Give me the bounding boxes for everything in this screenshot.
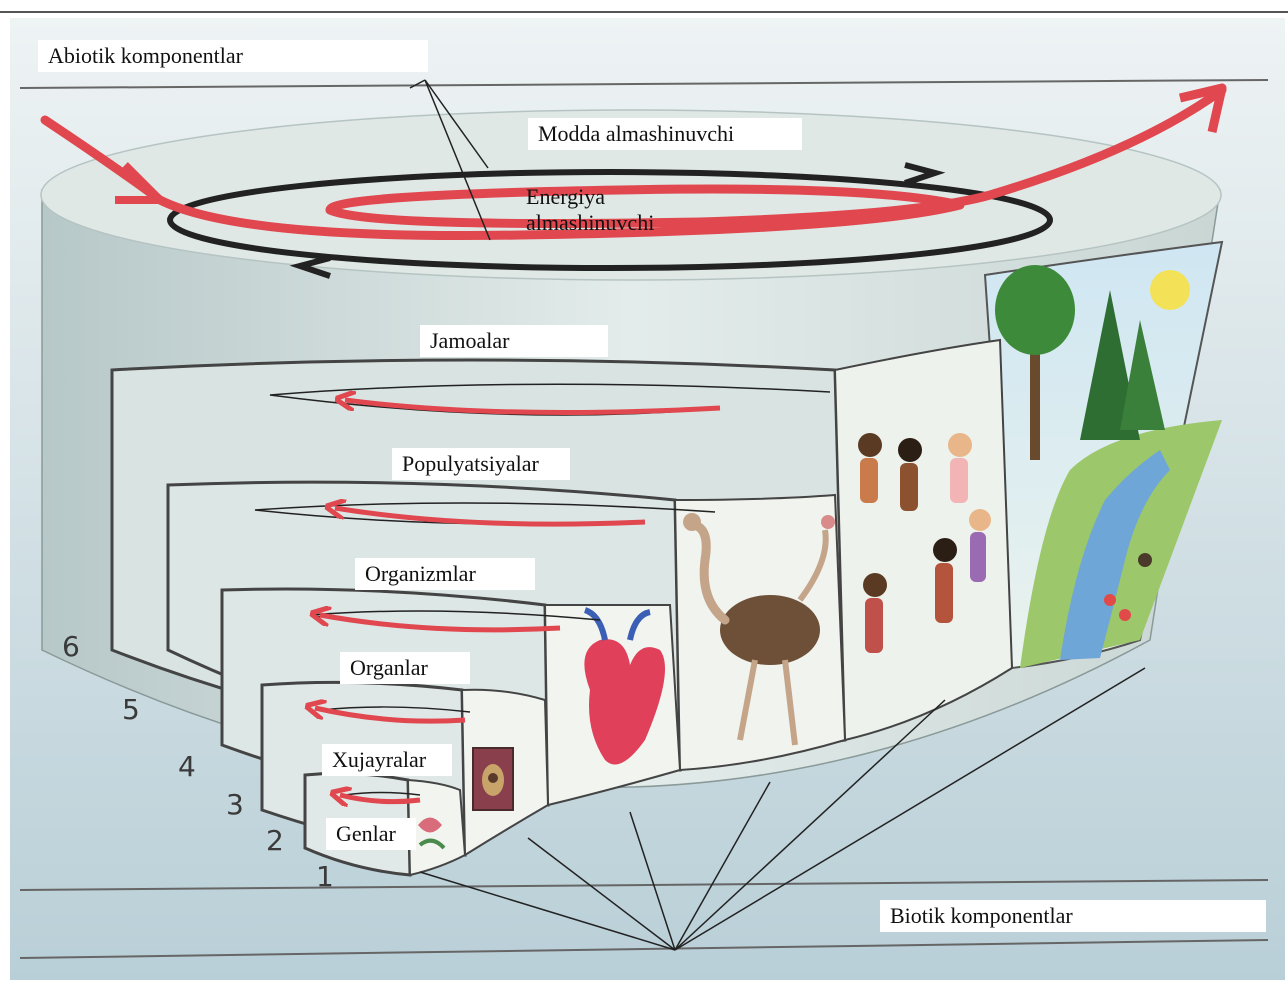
level-number-5: 5: [122, 695, 140, 725]
level-number-4: 4: [178, 752, 196, 782]
cells-label: Xujayralar: [322, 744, 452, 776]
matter-cycle-label: Modda almashinuvchi: [528, 118, 802, 150]
level-number-3: 3: [226, 790, 244, 820]
genes-label: Genlar: [326, 818, 416, 850]
communities-label: Jamoalar: [420, 325, 608, 357]
organs-label: Organlar: [340, 652, 470, 684]
level-number-2: 2: [266, 826, 284, 856]
energy-label-line-1: Energiya: [526, 184, 686, 210]
level-number-1: 1: [316, 862, 334, 892]
organisms-label: Organizmlar: [355, 558, 535, 590]
energy-label-line-2: almashinuvchi: [526, 210, 686, 236]
energy-cycle-label: Energiya almashinuvchi: [520, 182, 692, 238]
biotic-components-label: Biotik komponentlar: [880, 900, 1266, 932]
cell-icon: [473, 748, 513, 810]
level-number-6: 6: [62, 632, 80, 662]
populations-label: Populyatsiyalar: [392, 448, 570, 480]
abiotic-components-label: Abiotik komponentlar: [38, 40, 428, 72]
